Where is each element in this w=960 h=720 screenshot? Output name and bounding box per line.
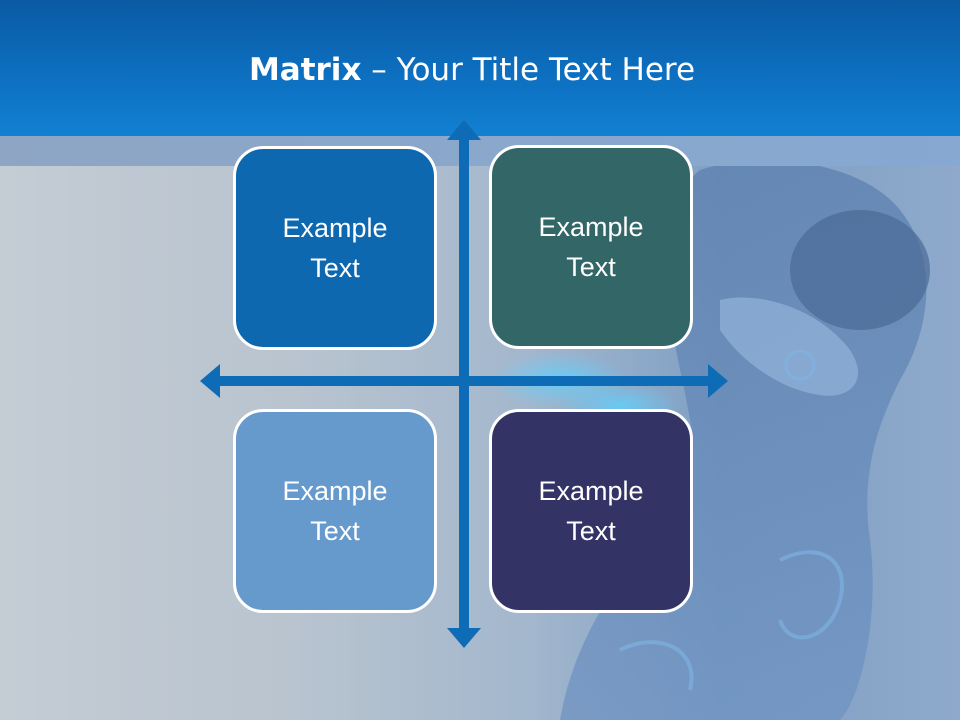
quadrant-top-right: Example Text (489, 145, 693, 349)
arrow-up-icon (447, 120, 481, 140)
title-rest: – Your Title Text Here (361, 52, 696, 88)
quadrant-label: Example Text (282, 213, 388, 283)
header-bar (0, 0, 960, 136)
title-bold: Matrix (248, 52, 362, 88)
quadrant-label: Example Text (538, 476, 644, 546)
horizontal-axis (216, 376, 712, 386)
quadrant-label: Example Text (538, 212, 644, 282)
quadrant-bottom-right: Example Text (489, 409, 693, 613)
quadrant-label: Example Text (282, 476, 388, 546)
arrow-down-icon (447, 628, 481, 648)
slide-title: Matrix – Your Title Text Here (0, 48, 944, 92)
quadrant-bottom-left: Example Text (233, 409, 437, 613)
arrow-right-icon (708, 364, 728, 398)
header-band (0, 136, 960, 166)
arrow-left-icon (200, 364, 220, 398)
quadrant-top-left: Example Text (233, 146, 437, 350)
